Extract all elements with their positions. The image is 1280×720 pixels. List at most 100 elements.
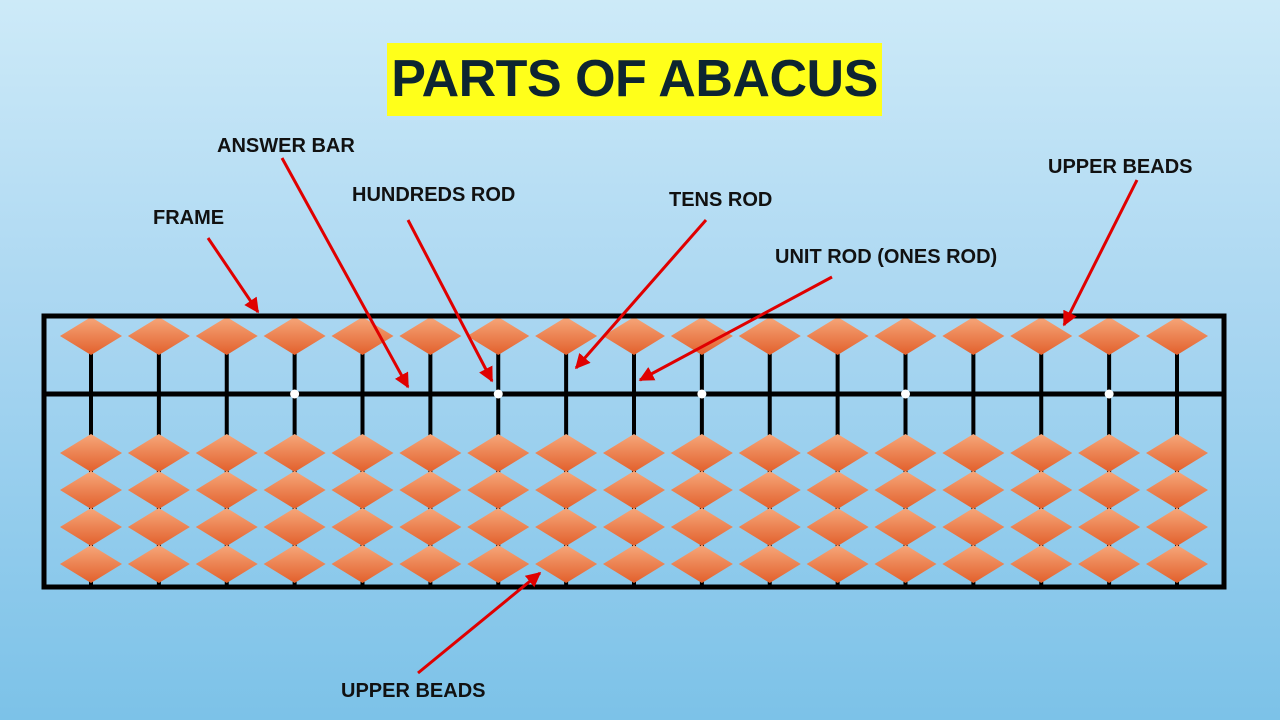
unit-marker-dot <box>1104 389 1114 399</box>
lower-bead <box>467 434 530 472</box>
lower-bead <box>874 471 937 509</box>
frame <box>41 313 1227 590</box>
frame-label: FRAME <box>153 207 225 229</box>
lower-bead <box>195 508 258 546</box>
unit-rod-arrow <box>638 275 833 382</box>
upper-bead <box>738 317 801 355</box>
unit-rod-label: UNIT ROD (ONES ROD) <box>775 246 998 268</box>
lower-bead <box>60 545 122 583</box>
upper-bead <box>60 317 122 355</box>
lower-bead <box>1010 508 1073 546</box>
lower-bead <box>1078 471 1141 509</box>
abacus-frame <box>41 313 1227 590</box>
upper-bead <box>874 317 937 355</box>
lower-bead <box>1146 471 1208 509</box>
lower-bead <box>942 545 1005 583</box>
lower-bead <box>399 508 462 546</box>
lower-bead <box>535 434 598 472</box>
lower-bead <box>263 508 326 546</box>
lower-bead <box>806 545 869 583</box>
lower-bead <box>738 545 801 583</box>
frame-arrow <box>206 237 260 314</box>
lower-bead <box>942 434 1005 472</box>
lower-bead <box>263 471 326 509</box>
upper-bead <box>1146 317 1208 355</box>
lower-bead <box>738 508 801 546</box>
lower-bead <box>1146 545 1208 583</box>
upper-bead <box>195 317 258 355</box>
lower-bead <box>331 471 394 509</box>
lower-bead <box>1146 508 1208 546</box>
lower-bead <box>60 434 122 472</box>
upper-beads-top-arrow <box>1062 179 1139 327</box>
upper-bead <box>127 317 190 355</box>
lower-bead <box>603 508 665 546</box>
lower-bead <box>195 434 258 472</box>
lower-bead <box>1078 545 1141 583</box>
upper-bead <box>603 317 665 355</box>
lower-bead <box>60 471 122 509</box>
lower-bead <box>806 471 869 509</box>
lower-bead <box>603 434 665 472</box>
page-title: PARTS OF ABACUS <box>387 43 882 116</box>
lower-bead <box>195 545 258 583</box>
lower-bead <box>467 508 530 546</box>
lower-bead <box>1010 545 1073 583</box>
upper-bead <box>263 317 326 355</box>
upper-beads-bottom-label: UPPER BEADS <box>341 680 486 702</box>
upper-bead <box>670 317 733 355</box>
lower-bead <box>670 471 733 509</box>
lower-bead <box>874 434 937 472</box>
lower-bead <box>1010 434 1073 472</box>
lower-bead <box>738 434 801 472</box>
lower-bead <box>806 508 869 546</box>
tens-rod-label: TENS ROD <box>669 189 773 211</box>
lower-bead <box>399 434 462 472</box>
lower-bead <box>670 508 733 546</box>
upper-bead <box>399 317 462 355</box>
lower-bead <box>535 545 598 583</box>
upper-bead <box>942 317 1005 355</box>
lower-bead <box>670 434 733 472</box>
answer-bar-label: ANSWER BAR <box>217 135 355 157</box>
lower-bead <box>535 508 598 546</box>
upper-bead <box>1010 317 1073 355</box>
lower-bead <box>942 508 1005 546</box>
hundreds-rod-label: HUNDREDS ROD <box>352 184 516 206</box>
upper-beads-top-label: UPPER BEADS <box>1048 156 1193 178</box>
lower-bead <box>263 434 326 472</box>
lower-bead <box>399 545 462 583</box>
upper-bead <box>535 317 598 355</box>
lower-bead <box>331 508 394 546</box>
lower-bead <box>331 545 394 583</box>
lower-bead <box>603 545 665 583</box>
lower-bead <box>738 471 801 509</box>
lower-bead <box>603 471 665 509</box>
arrows <box>206 157 1139 675</box>
lower-bead <box>263 545 326 583</box>
lower-bead <box>535 471 598 509</box>
unit-marker-dot <box>493 389 503 399</box>
lower-bead <box>127 508 190 546</box>
upper-beads-bottom-arrow <box>417 571 542 675</box>
lower-bead <box>1078 508 1141 546</box>
lower-bead <box>195 471 258 509</box>
lower-bead <box>1010 471 1073 509</box>
lower-bead <box>806 434 869 472</box>
unit-marker-dot <box>901 389 910 399</box>
lower-bead <box>874 545 937 583</box>
lower-bead <box>127 434 190 472</box>
lower-bead <box>127 471 190 509</box>
lower-bead <box>1146 434 1208 472</box>
answer-bar-arrow <box>280 157 410 389</box>
upper-bead <box>331 317 394 355</box>
unit-marker-dot <box>290 389 300 399</box>
lower-bead <box>874 508 937 546</box>
lower-bead <box>127 545 190 583</box>
lower-bead <box>942 471 1005 509</box>
upper-bead <box>467 317 530 355</box>
lower-bead <box>670 545 733 583</box>
lower-bead <box>467 471 530 509</box>
upper-bead <box>806 317 869 355</box>
